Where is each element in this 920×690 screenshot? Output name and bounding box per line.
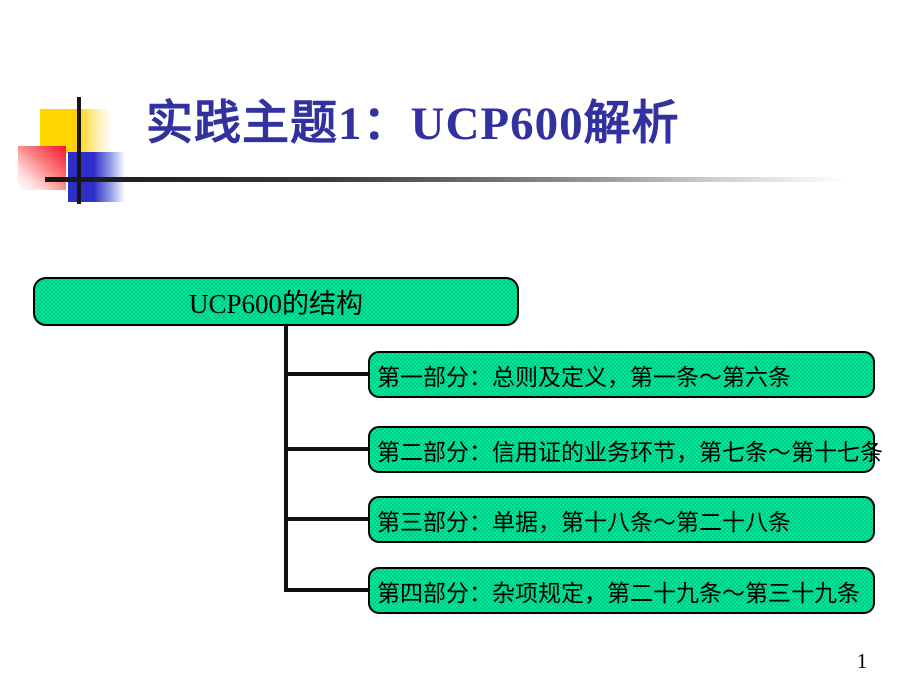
decor-red-square [18, 146, 66, 190]
diagram-branch-node-4: 第四部分：杂项规定，第二十九条～第三十九条 [368, 567, 875, 614]
diagram-branch-node-3: 第三部分：单据，第十八条～第二十八条 [368, 496, 875, 543]
diagram-branch-label-1: 第一部分：总则及定义，第一条～第六条 [377, 364, 791, 390]
connector-branch-line-3 [286, 517, 368, 521]
connector-branch-line-4 [286, 588, 368, 592]
diagram-root-node: UCP600的结构 [33, 277, 519, 326]
connector-branch-line-1 [286, 372, 368, 376]
diagram-branch-node-1: 第一部分：总则及定义，第一条～第六条 [368, 351, 875, 398]
page-number: 1 [856, 649, 868, 673]
diagram-branch-label-3: 第三部分：单据，第十八条～第二十八条 [377, 509, 791, 535]
decor-yellow-square [40, 109, 113, 153]
slide-title: 实践主题1：UCP600解析 [146, 98, 680, 150]
diagram-branch-node-2: 第二部分：信用证的业务环节，第七条～第十七条 [368, 426, 883, 473]
decor-vertical-line [77, 97, 81, 204]
diagram-branch-label-2: 第二部分：信用证的业务环节，第七条～第十七条 [377, 439, 883, 465]
title-underline [45, 177, 845, 182]
diagram-branch-label-4: 第四部分：杂项规定，第二十九条～第三十九条 [377, 580, 860, 606]
connector-branch-line-2 [286, 447, 368, 451]
diagram-root-label: UCP600的结构 [188, 289, 364, 319]
connector-trunk-line [284, 324, 288, 592]
